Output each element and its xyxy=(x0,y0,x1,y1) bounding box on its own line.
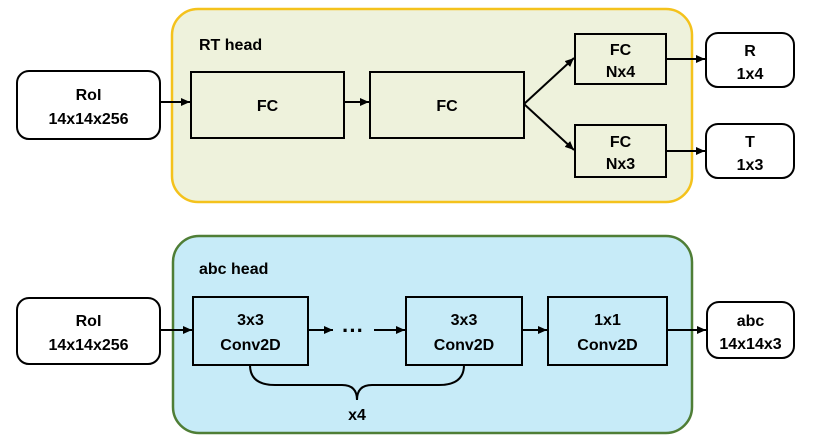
abc-output-shape: 14x14x3 xyxy=(719,336,781,353)
rt-fc2-box xyxy=(369,71,525,139)
rt-fc-r-box xyxy=(574,33,667,85)
rt-fc1-box xyxy=(190,71,345,139)
rt-arrow-fc2-to-fc-t xyxy=(523,103,575,151)
rt-fc1-label: FC xyxy=(257,98,279,115)
rt-fc2-label: FC xyxy=(436,98,458,115)
rt-input-label: RoI xyxy=(76,87,102,104)
rt-out-t-box xyxy=(705,123,795,179)
rt-fc-t-box xyxy=(574,124,667,178)
rt-head-title: RT head xyxy=(199,37,262,54)
abc-input-label: RoI xyxy=(76,313,102,330)
abc-conv-1x1-label: 1x1 xyxy=(594,312,621,329)
rt-fc-r-label: FC xyxy=(610,42,632,59)
abc-conv-1x1-type: Conv2D xyxy=(577,337,637,354)
rt-arrow-fc2-to-fc-r xyxy=(523,57,575,105)
abc-conv-first-type: Conv2D xyxy=(220,337,280,354)
rt-out-r-label: R xyxy=(744,43,756,60)
rt-out-r-box xyxy=(705,32,795,88)
rt-fc-r-shape: Nx4 xyxy=(606,64,635,81)
rt-fc-t-shape: Nx3 xyxy=(606,156,635,173)
abc-head-title: abc head xyxy=(199,261,268,278)
abc-repeat-label: x4 xyxy=(348,407,366,424)
abc-conv-last-label: 3x3 xyxy=(451,312,478,329)
abc-output-label: abc xyxy=(737,313,765,330)
abc-conv-last-type: Conv2D xyxy=(434,337,494,354)
abc-input-shape: 14x14x256 xyxy=(48,337,128,354)
abc-input-box xyxy=(16,297,161,365)
rt-out-r-shape: 1x4 xyxy=(737,66,764,83)
abc-repeat-brace xyxy=(249,364,465,401)
rt-input-shape: 14x14x256 xyxy=(48,111,128,128)
abc-ellipsis: ··· xyxy=(342,318,364,343)
rt-fc-t-label: FC xyxy=(610,134,632,151)
abc-output-box xyxy=(706,301,795,359)
rt-input-box xyxy=(16,70,161,140)
rt-out-t-label: T xyxy=(745,134,755,151)
abc-conv-1x1-box xyxy=(547,296,668,366)
rt-out-t-shape: 1x3 xyxy=(737,157,764,174)
abc-conv-first-label: 3x3 xyxy=(237,312,264,329)
abc-conv-first-box xyxy=(192,296,309,366)
abc-conv-last-box xyxy=(405,296,523,366)
